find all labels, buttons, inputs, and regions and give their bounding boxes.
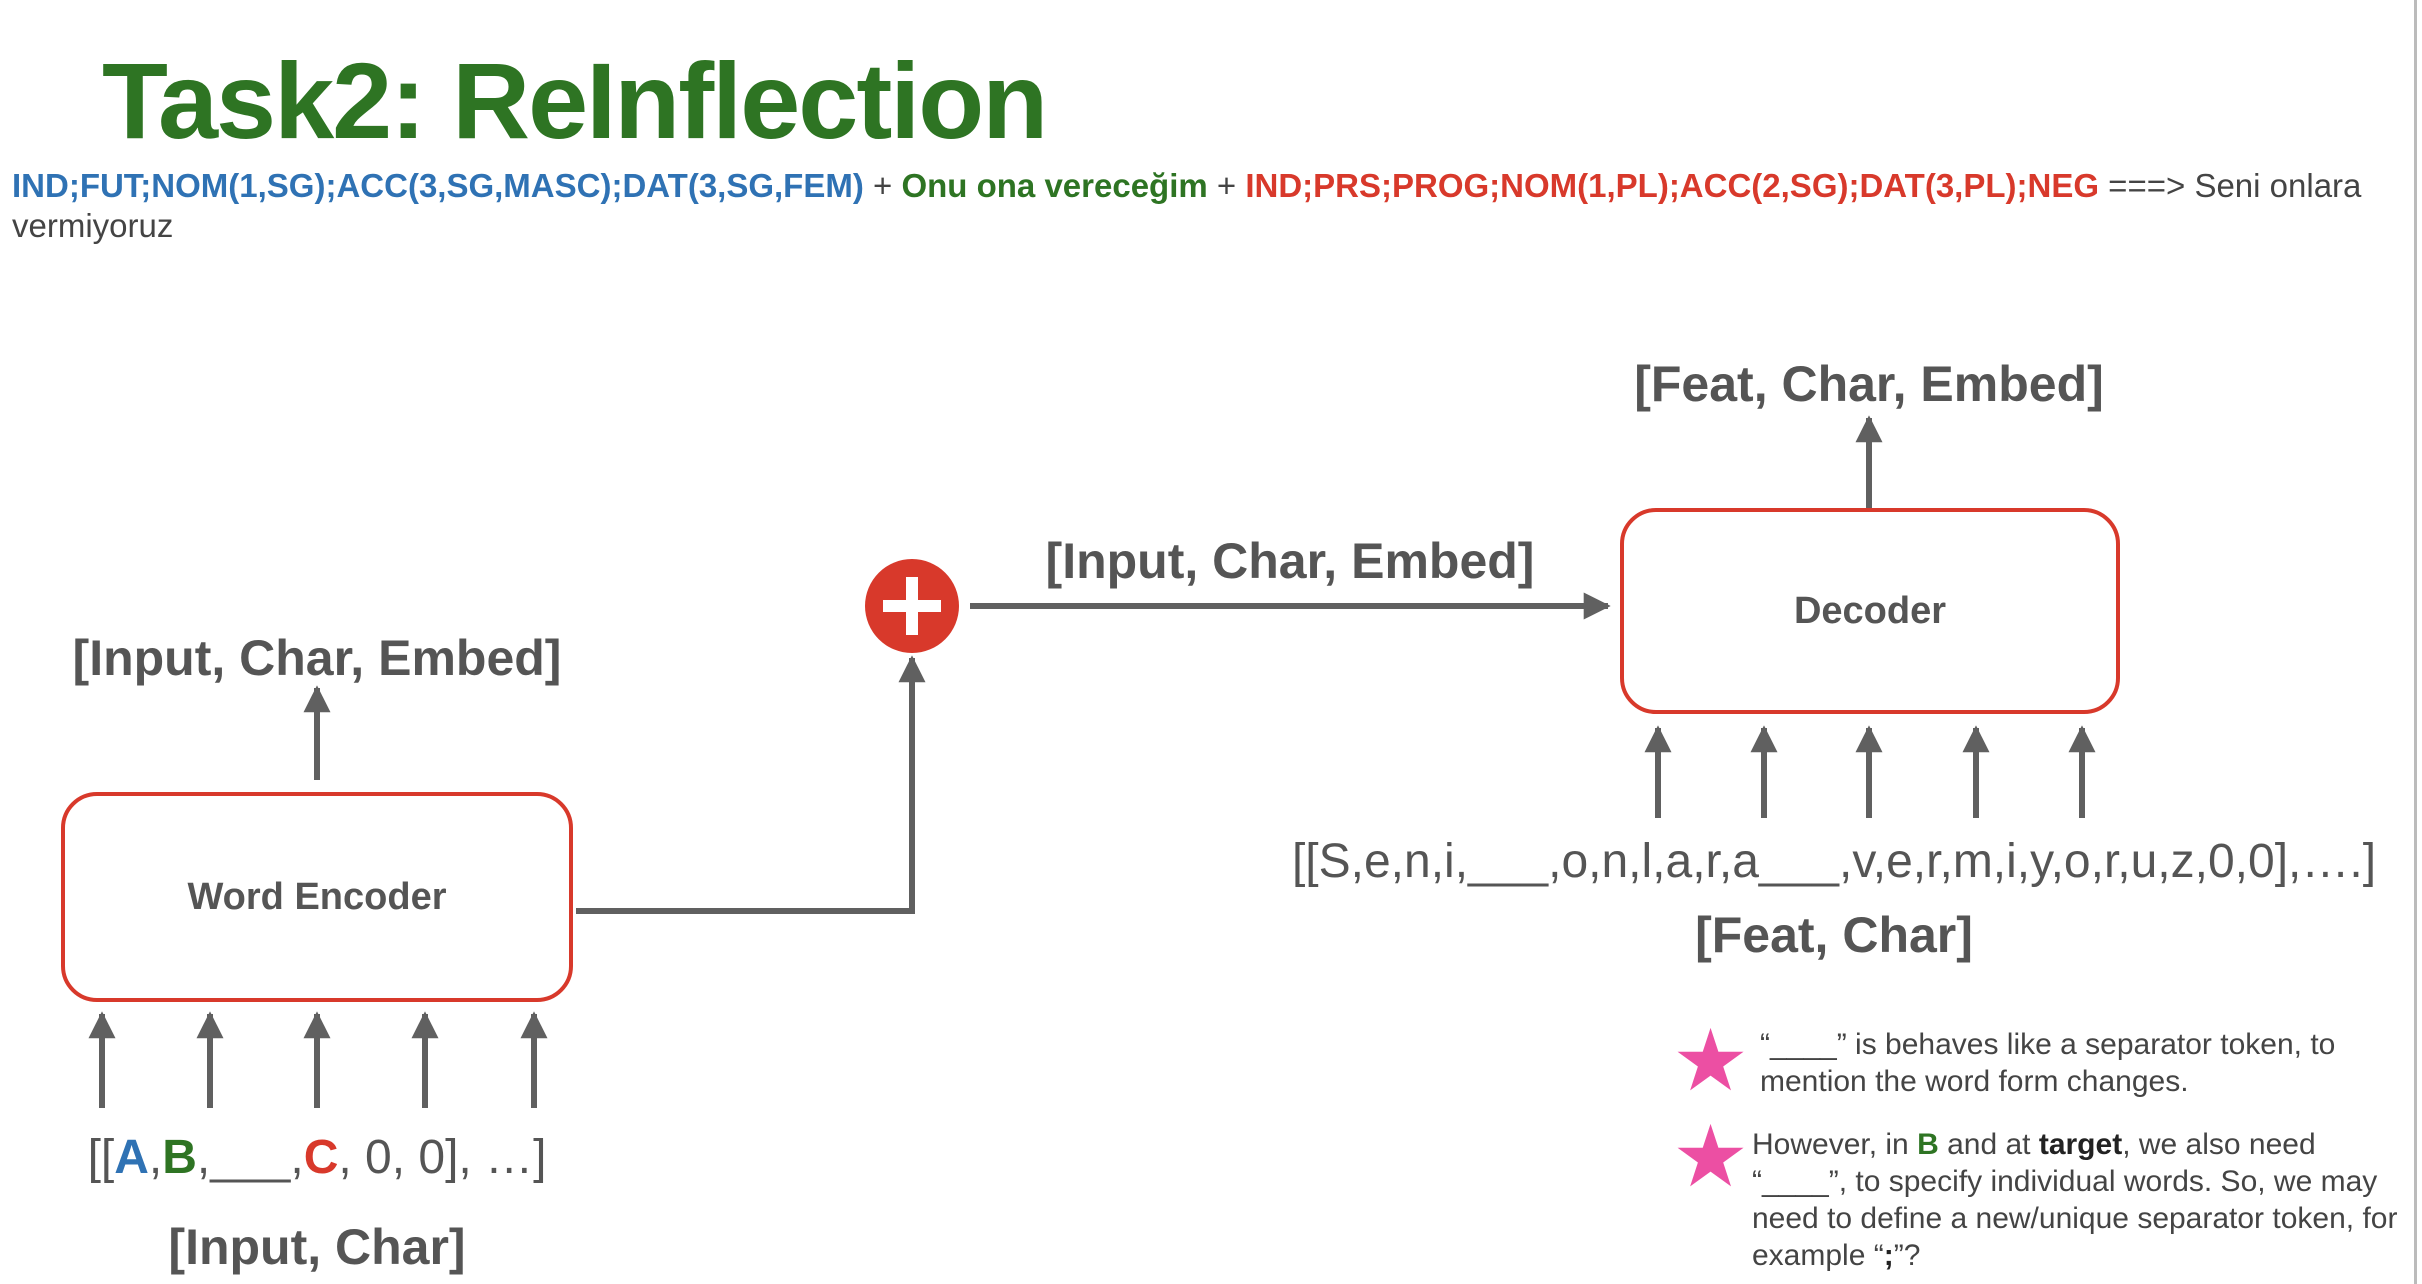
encoder-input-sequence: [[A,B,___,C, 0, 0], …] (88, 1134, 547, 1182)
seq-separator: ,___, (196, 1131, 304, 1184)
decoder-label: Decoder (1793, 589, 1947, 632)
decoder-input-label: [Feat, Char] (1695, 907, 1973, 963)
source-tags: IND;FUT;NOM(1,SG);ACC(3,SG,MASC);DAT(3,S… (12, 167, 864, 204)
decoder-box: Decoder (1620, 508, 2120, 714)
reinflection-formula: IND;FUT;NOM(1,SG);ACC(3,SG,MASC);DAT(3,S… (12, 166, 2402, 246)
seq-token-a: A (114, 1131, 149, 1184)
word-encoder-label: Word Encoder (187, 875, 447, 918)
note-new-separator: However, in B and at target, we also nee… (1752, 1126, 2406, 1274)
seq-comma: , (148, 1131, 163, 1184)
plus-sign-1: + (863, 167, 902, 204)
star-icon: ★ (1672, 1013, 1750, 1109)
seq-suffix: , 0, 0], …] (338, 1131, 547, 1184)
note2-text-e: , we also need “____”, to specify indivi… (1752, 1128, 2398, 1272)
decoder-input-sequence: [[S,e,n,i,___,o,n,l,a,r,a___,v,e,r,m,i,y… (1291, 835, 2377, 888)
encoder-to-combine-arrow (576, 655, 926, 914)
note2-text-g: ”? (1893, 1239, 1921, 1272)
target-tags: IND;PRS;PROG;NOM(1,PL);ACC(2,SG);DAT(3,P… (1245, 167, 2100, 204)
note2-text-c: and at (1938, 1128, 2039, 1161)
seq-token-b: B (162, 1131, 197, 1184)
note-separator-token: “____” is behaves like a separator token… (1760, 1028, 2336, 1098)
seq-token-c: C (303, 1131, 339, 1184)
plus-sign-2: + (1207, 167, 1246, 204)
slide-edge-divider (2414, 0, 2417, 1284)
combined-embed-label: [Input, Char, Embed] (1045, 533, 1535, 589)
source-form: Onu ona vereceğim (901, 167, 1208, 204)
note2-target: target (2038, 1128, 2123, 1161)
note2-token-b: B (1917, 1128, 1939, 1161)
encoder-input-label: [Input, Char] (168, 1219, 466, 1275)
encoder-output-label: [Input, Char, Embed] (72, 630, 562, 686)
plus-circle-icon (865, 559, 959, 653)
formula-result: ===> Seni onlara vermiyoruz (12, 167, 2362, 244)
note2-text-a: However, in (1752, 1128, 1918, 1161)
star-icon: ★ (1672, 1109, 1750, 1205)
seq-prefix: [[ (87, 1131, 115, 1184)
decoder-output-label: [Feat, Char, Embed] (1634, 356, 2104, 412)
page-title: Task2: ReInflection (102, 40, 1048, 161)
note2-semicolon: ; (1883, 1239, 1894, 1272)
word-encoder-box: Word Encoder (61, 792, 573, 1002)
